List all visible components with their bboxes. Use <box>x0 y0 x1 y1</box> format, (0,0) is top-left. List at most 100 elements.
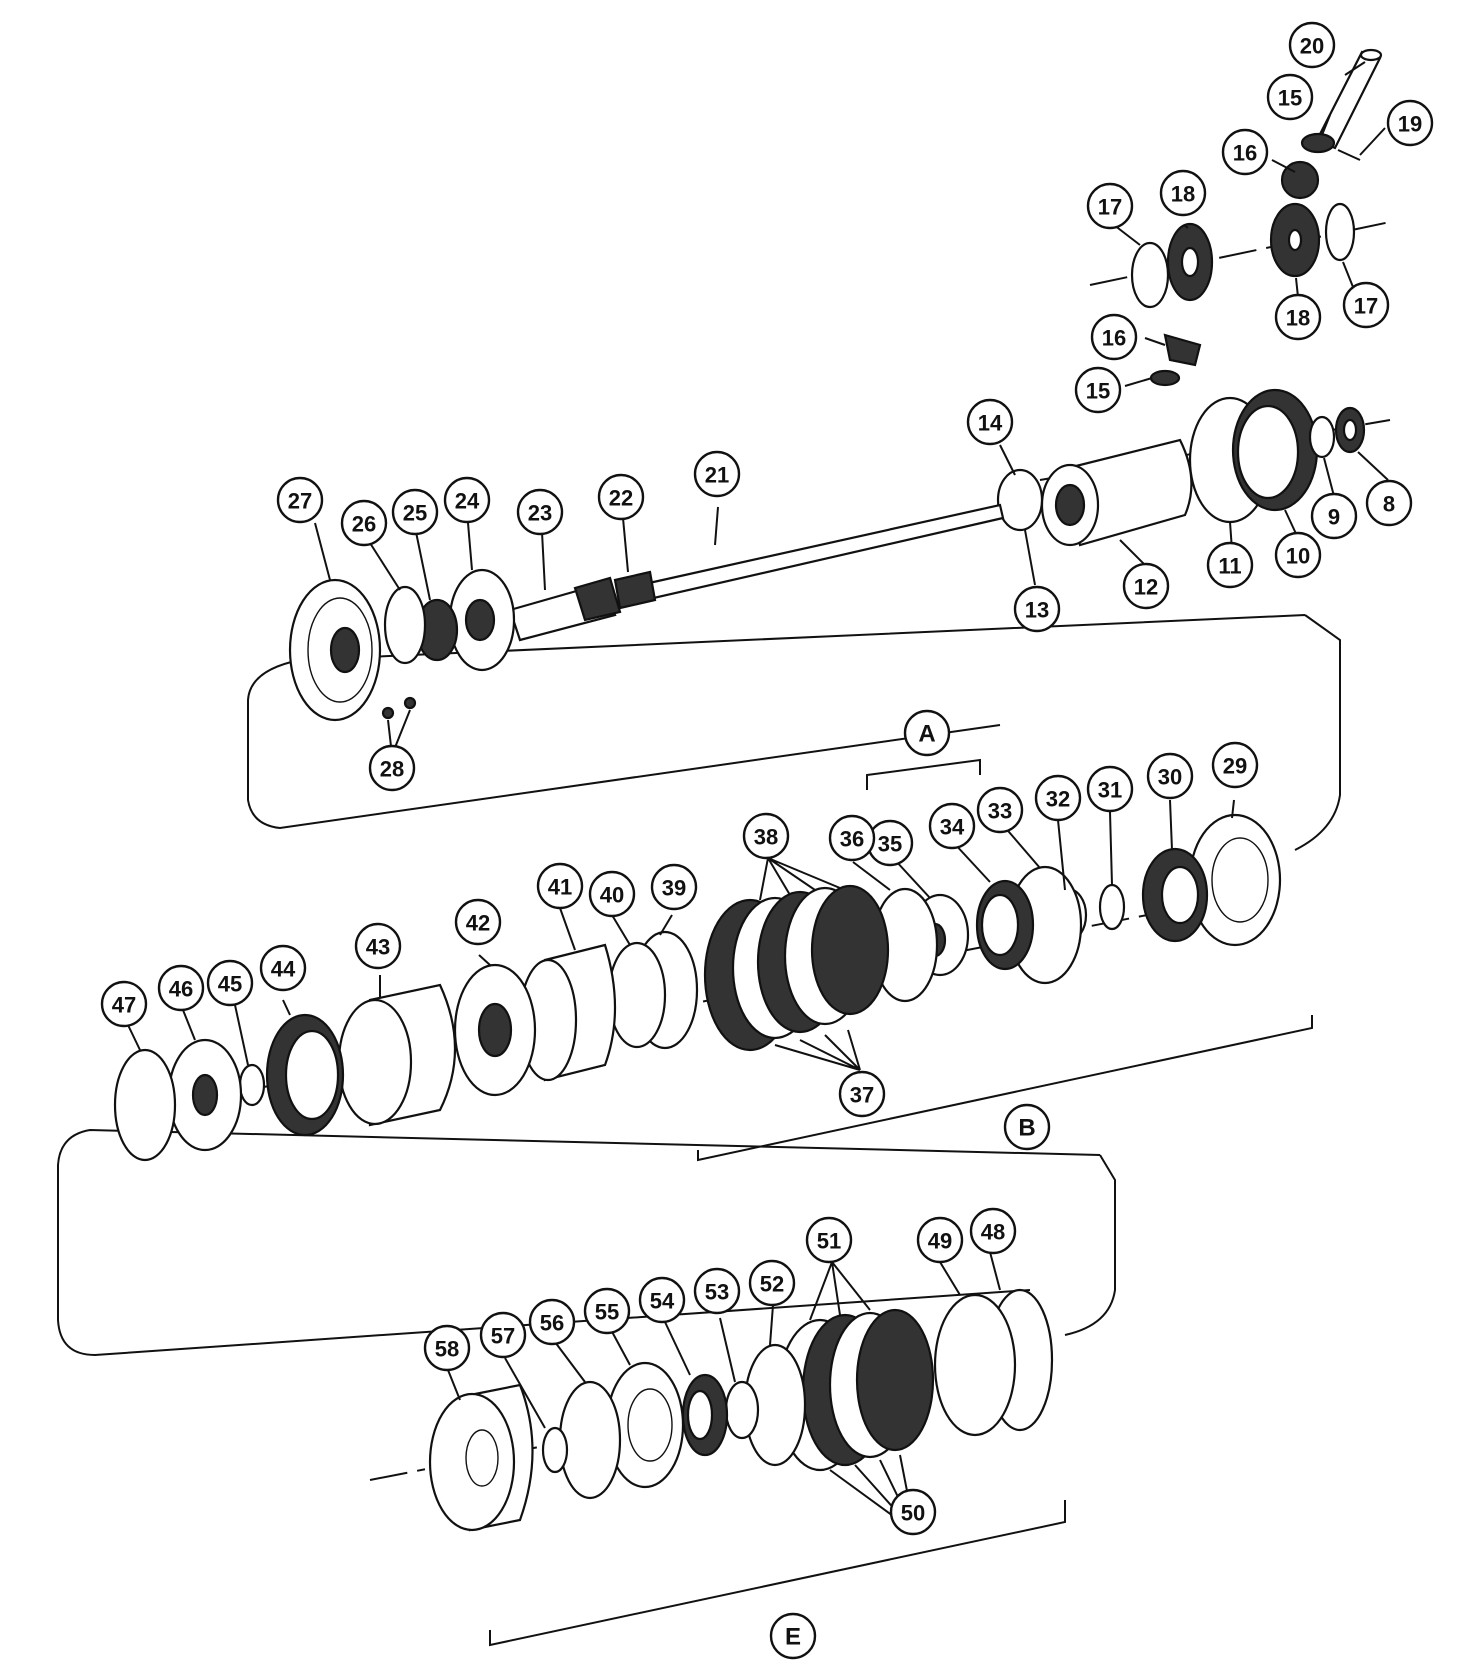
washer-part-15a <box>1300 132 1336 154</box>
callout-number: 13 <box>1025 598 1049 623</box>
washer-part-15b <box>1149 369 1181 387</box>
callout-number: 35 <box>878 832 902 857</box>
callout-p31: 31 <box>1086 765 1134 813</box>
callout-p10: 10 <box>1274 531 1322 579</box>
callout-p39: 39 <box>650 863 698 911</box>
callout-circle <box>368 744 416 792</box>
group-label-layer: ABE <box>769 709 1051 1660</box>
callout-number: 41 <box>548 875 572 900</box>
callout-circle <box>528 1298 576 1346</box>
group-label-gA: A <box>903 709 951 757</box>
group-label-letter: B <box>1018 1115 1035 1142</box>
callout-p16b: 16 <box>1090 313 1138 361</box>
bracket-group-e <box>489 1500 1066 1647</box>
callout-number: 37 <box>850 1083 874 1108</box>
callout-p50: 50 <box>889 1488 937 1536</box>
group-label-circle <box>769 1612 817 1660</box>
callout-number: 28 <box>380 757 404 782</box>
callout-circle <box>1146 752 1194 800</box>
input-shaft-part-21 <box>638 503 1005 602</box>
callout-p33: 33 <box>976 786 1024 834</box>
callout-p11: 11 <box>1206 541 1254 589</box>
side-gear-part-18b <box>1269 202 1321 278</box>
callout-circle <box>805 1216 853 1264</box>
callout-circle <box>259 944 307 992</box>
callout-number: 16 <box>1102 326 1126 351</box>
callout-circle <box>1365 479 1413 527</box>
callout-p57: 57 <box>479 1311 527 1359</box>
callout-p42: 42 <box>454 898 502 946</box>
callout-p26: 26 <box>340 499 388 547</box>
callout-number: 36 <box>840 827 864 852</box>
shaft-part-23 <box>508 576 622 642</box>
piston-part-34 <box>975 879 1035 971</box>
callout-number: 12 <box>1134 575 1158 600</box>
callout-circle <box>597 473 645 521</box>
washer-part-45 <box>238 1063 266 1107</box>
sprocket-part-24 <box>448 568 516 672</box>
callout-number: 54 <box>650 1289 675 1314</box>
seal-part-53 <box>724 1380 760 1440</box>
callout-number: 20 <box>1300 34 1324 59</box>
callout-number: 30 <box>1158 765 1182 790</box>
callout-number: 33 <box>988 799 1012 824</box>
callout-number: 49 <box>928 1229 952 1254</box>
callout-p54: 54 <box>638 1276 686 1324</box>
callout-number: 27 <box>288 489 312 514</box>
group-label-circle <box>903 709 951 757</box>
callout-p32: 32 <box>1034 774 1082 822</box>
group-label-gB: B <box>1003 1103 1051 1151</box>
callout-p56: 56 <box>528 1298 576 1346</box>
connector-frame-middle <box>57 1128 1116 1357</box>
callout-p27: 27 <box>276 476 324 524</box>
callout-number: 31 <box>1098 778 1122 803</box>
callout-circle <box>454 898 502 946</box>
callout-number: 25 <box>403 501 427 526</box>
bearing-part-8 <box>1334 406 1366 454</box>
callout-p14: 14 <box>966 398 1014 446</box>
callout-circle <box>516 488 564 536</box>
thrust-washer-part-17a <box>1130 241 1170 309</box>
callout-circle <box>1386 99 1434 147</box>
callout-number: 46 <box>169 977 193 1002</box>
callout-number: 10 <box>1286 544 1310 569</box>
callout-circle <box>976 786 1024 834</box>
callout-number: 11 <box>1218 554 1241 579</box>
callout-circle <box>1221 128 1269 176</box>
callout-number: 53 <box>705 1280 729 1305</box>
callout-circle <box>588 870 636 918</box>
callout-number: 48 <box>981 1220 1005 1245</box>
housing-part-58 <box>428 1383 534 1532</box>
callout-circle <box>423 1324 471 1372</box>
callout-number: 44 <box>271 957 296 982</box>
callout-p18b: 18 <box>1274 293 1322 341</box>
callout-p47: 47 <box>100 980 148 1028</box>
callout-number: 24 <box>455 489 480 514</box>
callout-circle <box>1086 765 1134 813</box>
callout-number: 23 <box>528 501 552 526</box>
callout-number: 15 <box>1086 379 1110 404</box>
callout-number: 56 <box>540 1311 564 1336</box>
callout-circle <box>583 1287 631 1335</box>
callout-circle <box>966 398 1014 446</box>
callout-circle <box>536 862 584 910</box>
spline-part-22 <box>613 570 657 610</box>
callout-number: 22 <box>609 486 633 511</box>
clutch-plates-part-50-51 <box>776 1308 935 1472</box>
callout-p37: 37 <box>838 1070 886 1118</box>
callout-p24: 24 <box>443 476 491 524</box>
callout-number: 16 <box>1233 141 1257 166</box>
callout-number: 18 <box>1171 182 1195 207</box>
callout-p58: 58 <box>423 1324 471 1372</box>
callout-p46: 46 <box>157 964 205 1012</box>
callout-p44: 44 <box>259 944 307 992</box>
callout-p36: 36 <box>828 814 876 862</box>
callout-number: 50 <box>901 1501 925 1526</box>
callout-p34: 34 <box>928 802 976 850</box>
callout-p25: 25 <box>391 488 439 536</box>
callout-number: 45 <box>218 972 242 997</box>
connector-frame-top <box>247 614 1341 851</box>
callout-number: 32 <box>1046 787 1070 812</box>
callout-circle <box>1342 281 1390 329</box>
